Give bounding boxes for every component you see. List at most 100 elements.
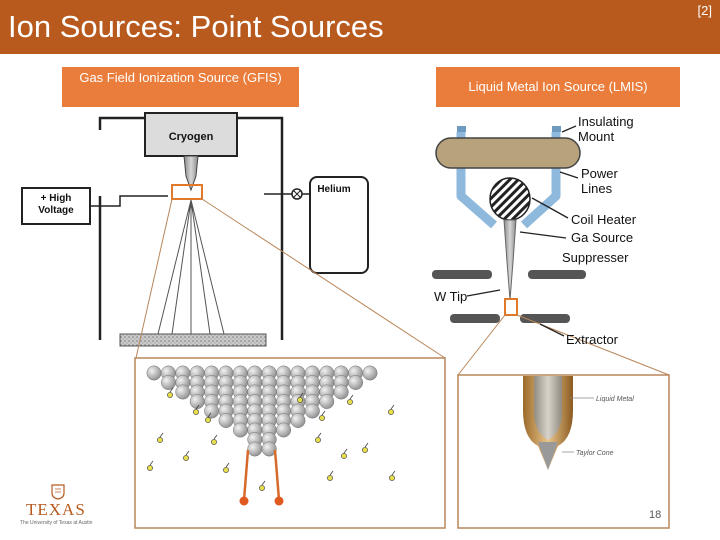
atom (204, 403, 220, 419)
ut-austin-logo: TEXAS The University of Texas at Austin (20, 484, 120, 530)
helium-tank (309, 176, 369, 274)
helium-atom (259, 485, 265, 491)
helium-motion-arrow (207, 412, 212, 418)
atom (189, 394, 205, 409)
helium-atom (362, 447, 368, 453)
insulating-mount (435, 137, 581, 169)
atom (232, 422, 248, 438)
helium-atom (388, 409, 394, 415)
helium-motion-arrow (321, 410, 326, 416)
atom (304, 403, 320, 419)
helium-atom (147, 465, 153, 471)
atom (319, 394, 335, 409)
helium-motion-arrow (149, 460, 154, 466)
atom (247, 441, 263, 457)
arrow-ga-source (519, 231, 567, 239)
tip-highlight-box (171, 184, 203, 200)
helium-atom (327, 475, 333, 481)
callout-extractor: Extractor (566, 332, 619, 347)
helium-label: Helium (317, 184, 350, 195)
ion-particle (274, 496, 284, 506)
atom (261, 441, 277, 457)
helium-atom (211, 439, 217, 445)
arrow-w-tip (466, 289, 501, 297)
helium-atom (183, 455, 189, 461)
helium-motion-arrow (213, 434, 218, 440)
helium-motion-arrow (349, 394, 354, 400)
arrow-power-lines (559, 171, 579, 179)
helium-atom (319, 415, 325, 421)
helium-motion-arrow (390, 404, 395, 410)
arrow-insulating-mount (561, 125, 577, 133)
helium-motion-arrow (391, 470, 396, 476)
atom (218, 413, 234, 428)
helium-atom (315, 437, 321, 443)
helium-motion-arrow (195, 404, 200, 410)
lmis-tip-highlight-box (504, 298, 518, 316)
helium-motion-arrow (299, 392, 304, 398)
gfis-inset (134, 357, 446, 529)
tip-core (534, 376, 562, 468)
inset-label-taylor-cone: Taylor Cone (576, 450, 614, 457)
helium-motion-arrow (343, 448, 348, 454)
helium-atom (205, 417, 211, 423)
zoom-guide-lines (135, 198, 446, 359)
helium-atom (193, 409, 199, 415)
inset-label-liquid-metal: Liquid Metal (596, 396, 634, 403)
helium-atom (389, 475, 395, 481)
cryogen-label: Cryogen (169, 131, 214, 143)
lmis-label: Liquid Metal Ion Source (LMIS) (436, 67, 680, 107)
ionization-paths (242, 449, 281, 501)
callout-ga-source: Ga Source (571, 230, 633, 245)
logo-subtitle: The University of Texas at Austin (20, 520, 93, 526)
coil-heater (489, 177, 531, 221)
ion-particle (239, 496, 249, 506)
hv-wire (90, 195, 168, 207)
helium-atom (223, 467, 229, 473)
helium-motion-arrow (317, 432, 322, 438)
helium-atom (347, 399, 353, 405)
tungsten-tip (503, 219, 517, 301)
extractor-plate-left (450, 314, 500, 323)
atom (290, 413, 306, 428)
callout-coil-heater: Coil Heater (571, 212, 637, 227)
lmis-diagram: Insulating Mount Power Lines Coil Heater… (432, 114, 670, 376)
seal-icon (51, 484, 65, 500)
arrow-extractor (539, 323, 565, 337)
helium-motion-arrow (225, 462, 230, 468)
atom (175, 384, 191, 400)
extractor-plate-right (520, 314, 570, 323)
helium-atom (167, 392, 173, 398)
suppresser-plate-right (528, 270, 586, 279)
helium-motion-arrow (261, 480, 266, 486)
title-bar: Ion Sources: Point Sources [2] (0, 0, 720, 54)
arrow-coil-heater (531, 197, 569, 219)
helium-atom (297, 397, 303, 403)
helium-motion-arrow (185, 450, 190, 456)
lmis-zoom-guide-lines (457, 314, 670, 376)
reference-number: [2] (697, 3, 712, 18)
gfis-diagram: Cryogen + High Voltage Helium (21, 112, 446, 359)
ion-beam-lines (157, 199, 225, 335)
helium-motion-arrow (329, 470, 334, 476)
callout-suppresser: Suppresser (562, 250, 629, 265)
callout-power-lines: Power Lines (581, 166, 618, 196)
slide-title: Ion Sources: Point Sources (8, 9, 384, 44)
field-emission-tip (183, 155, 199, 192)
high-voltage-label: + High Voltage (38, 193, 74, 216)
lmis-inset: Liquid Metal Taylor Cone (457, 374, 670, 529)
logo-wordmark: TEXAS (26, 500, 86, 519)
suppresser-plate-left (432, 270, 492, 279)
helium-motion-arrow (169, 387, 174, 393)
atom (276, 422, 292, 438)
helium-atom (157, 437, 163, 443)
atom (362, 365, 378, 381)
callout-insulating-mount: Insulating Mount (578, 114, 634, 144)
atom (348, 375, 364, 390)
helium-motion-arrow (364, 442, 369, 448)
page-number: 18 (649, 509, 662, 521)
atom (333, 384, 349, 400)
atom (160, 375, 176, 390)
atom-pyramid (146, 365, 378, 457)
helium-motion-arrow (159, 432, 164, 438)
